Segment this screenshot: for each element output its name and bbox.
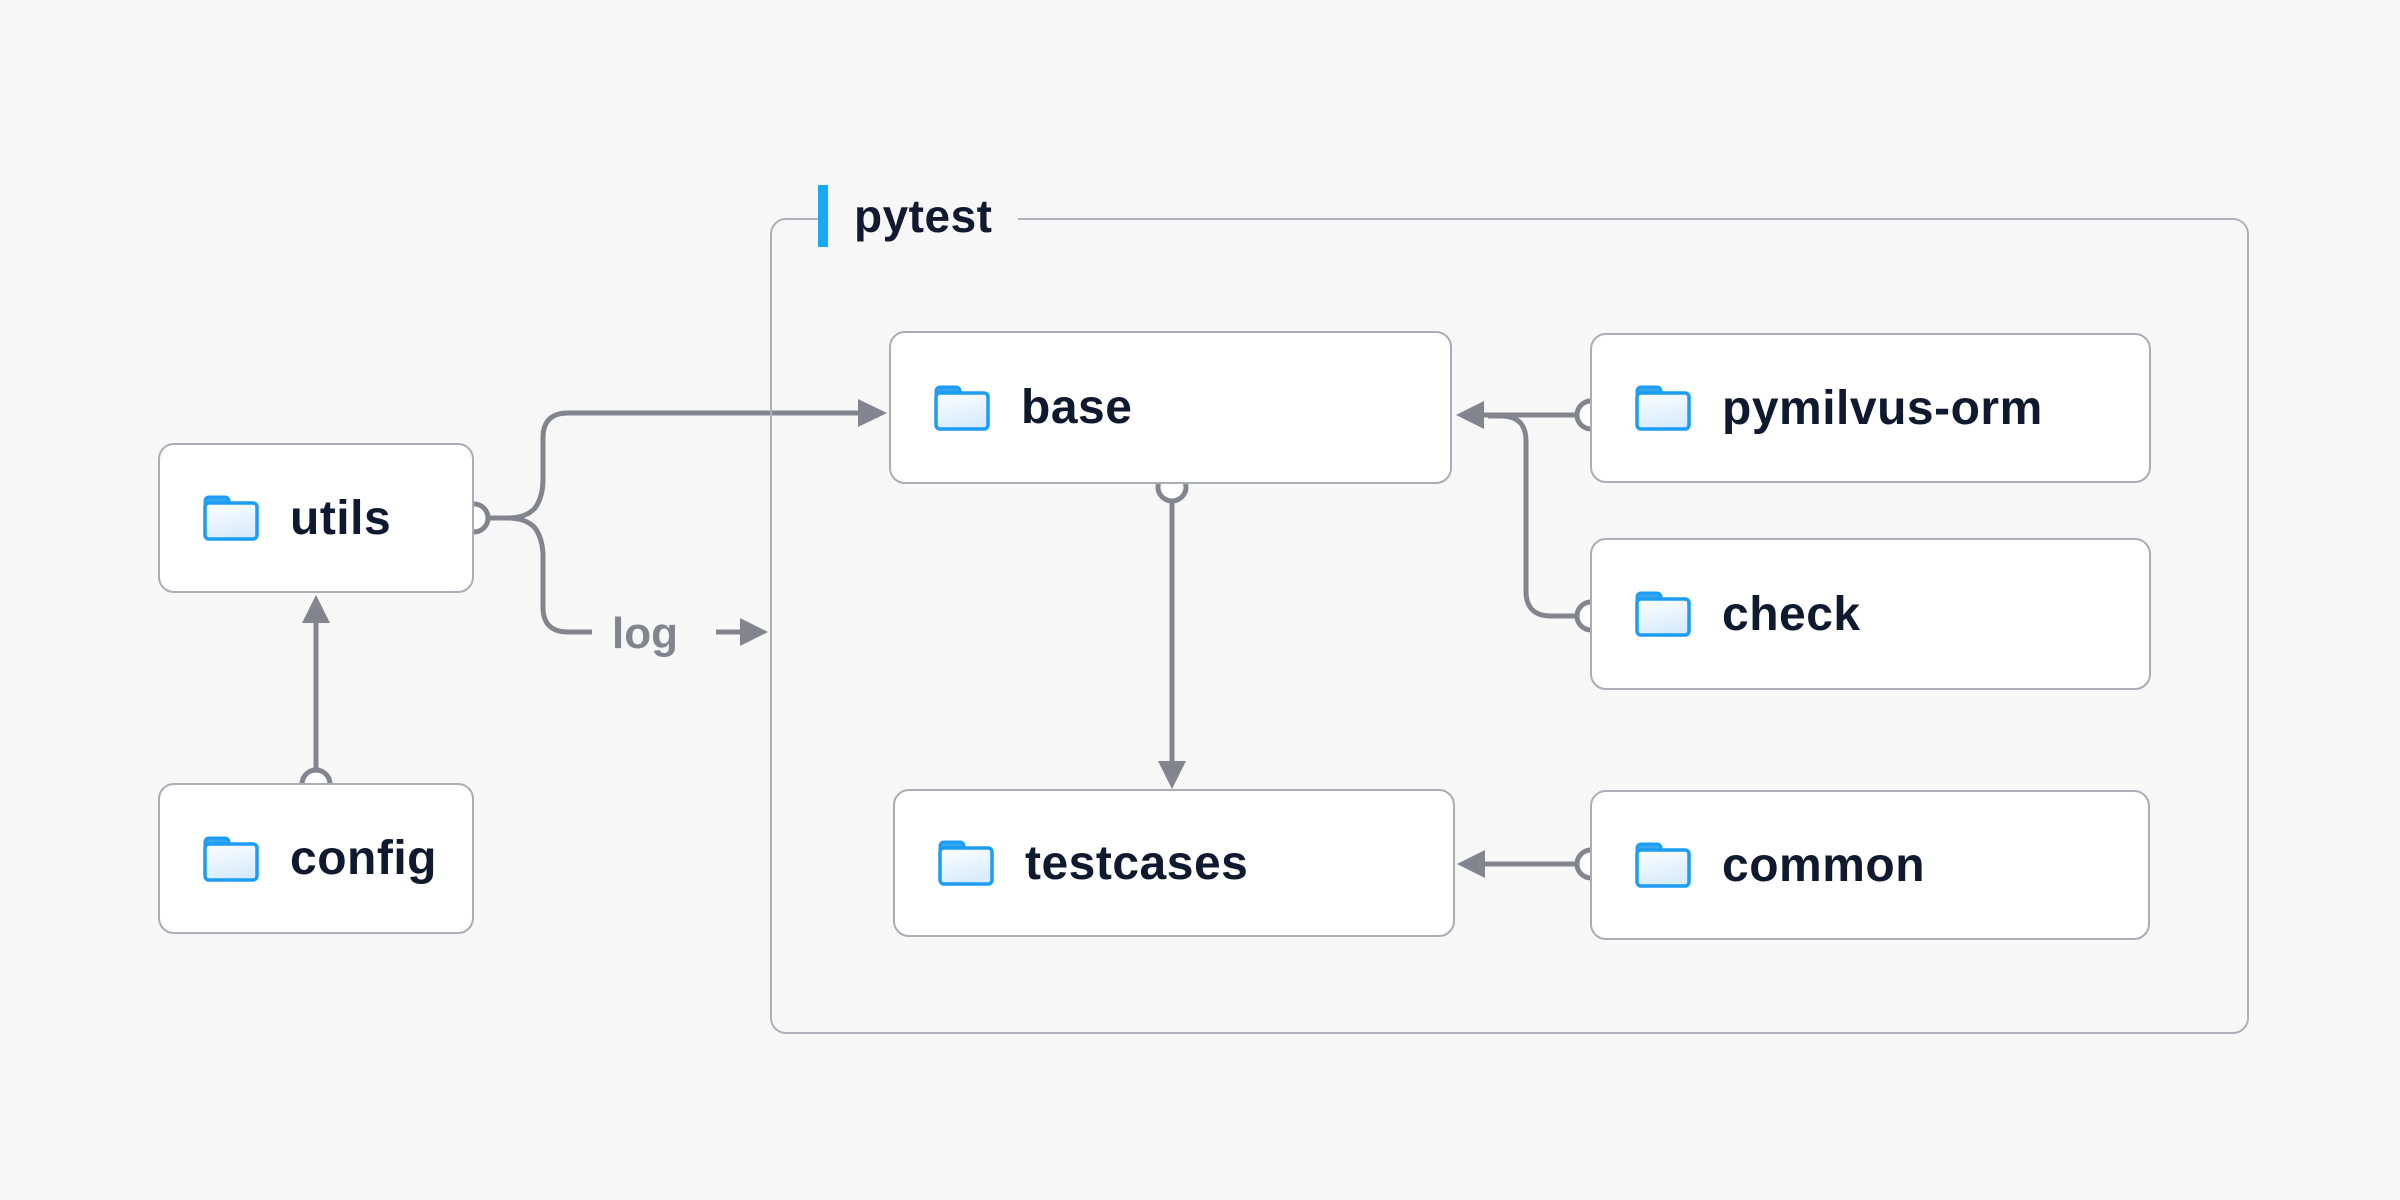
node-label: check [1722, 587, 1861, 641]
node-label: config [290, 832, 437, 885]
node-check: check [1590, 538, 2151, 690]
folder-icon [934, 385, 990, 431]
pytest-group-box [770, 218, 2249, 1034]
folder-icon [203, 495, 259, 541]
node-common: common [1590, 790, 2150, 940]
node-label: common [1722, 838, 1926, 892]
node-pymilvus-orm: pymilvus-orm [1590, 333, 2151, 483]
folder-icon [1635, 591, 1691, 637]
folder-icon [1635, 385, 1691, 431]
edge-config-utils [299, 595, 333, 801]
node-label: base [1021, 381, 1133, 434]
pytest-group-title: pytest [854, 190, 993, 242]
node-utils: utils [158, 443, 474, 593]
node-label: pymilvus-orm [1722, 381, 2043, 435]
folder-icon [938, 840, 994, 886]
node-label: utils [290, 491, 392, 545]
node-testcases: testcases [893, 789, 1455, 937]
folder-icon [203, 836, 259, 882]
edge-label-log: log [612, 609, 678, 658]
accent-bar [818, 185, 828, 247]
edge-utils-log: log [457, 501, 768, 658]
pytest-group-label: pytest [818, 184, 1019, 248]
node-label: testcases [1025, 836, 1249, 890]
node-base: base [889, 331, 1452, 484]
node-config: config [158, 783, 474, 934]
folder-icon [1635, 842, 1691, 888]
